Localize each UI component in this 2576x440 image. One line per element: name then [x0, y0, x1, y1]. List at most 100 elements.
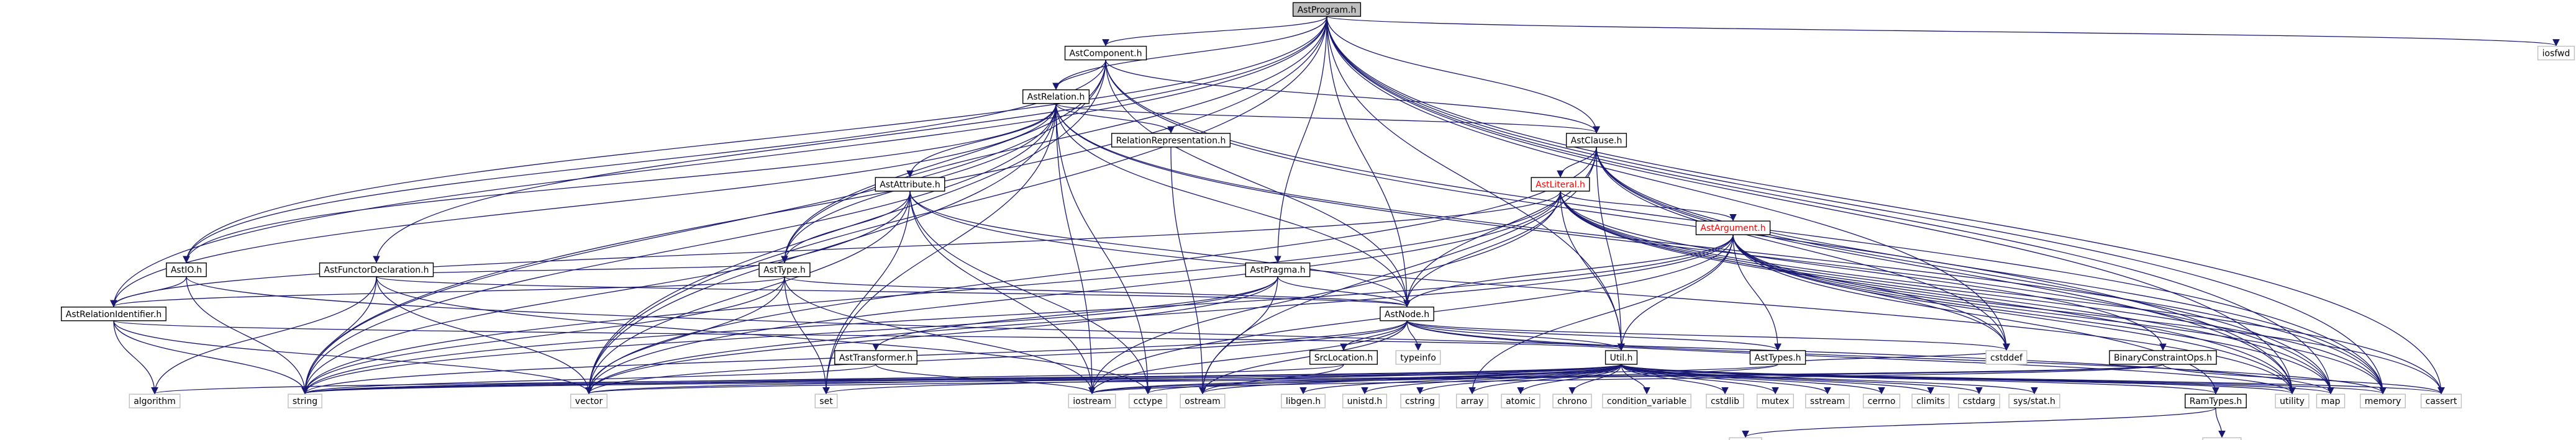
node-label-ramtypes-h: RamTypes.h	[2190, 397, 2242, 406]
edge-astnode-to-util	[1406, 320, 1625, 351]
edge-astclause-to-astnode	[1403, 146, 1597, 308]
node-chrono: chrono	[1552, 393, 1592, 408]
node-asttype-h[interactable]: AstType.h	[758, 263, 811, 277]
node-relationrepresentation-h[interactable]: RelationRepresentation.h	[1111, 133, 1231, 148]
node-utility: utility	[2275, 393, 2310, 408]
node-box-astargument-h	[1695, 220, 1771, 235]
edge-astliteral-to-cassert	[1560, 191, 2445, 395]
edge-relationrepresentation-to-ostream	[1170, 146, 1206, 395]
edge-astcomponent-to-string	[301, 60, 1106, 395]
node-box-asttransformer-h	[834, 350, 917, 365]
node-box-cassert	[2420, 393, 2462, 408]
edge-astattribute-to-string	[301, 191, 911, 395]
node-asttransformer-h[interactable]: AstTransformer.h	[834, 350, 917, 365]
node-atomic: atomic	[1501, 393, 1541, 408]
node-box-astprogram-h	[1292, 2, 1362, 17]
node-climits: climits	[1911, 393, 1950, 408]
node-label-relationrepresentation-h: RelationRepresentation.h	[1116, 136, 1226, 146]
node-astliteral-h[interactable]: AstLiteral.h	[1531, 177, 1590, 192]
edge-astprogram-to-astcomponent	[1102, 16, 1327, 47]
node-label-ostream: ostream	[1185, 397, 1221, 406]
node-box-cctype	[1128, 393, 1168, 408]
node-cstddef: cstddef	[1985, 350, 2028, 365]
node-box-unistd-h	[1342, 393, 1388, 408]
node-box-cstddef	[1985, 350, 2028, 365]
node-box-string	[288, 393, 322, 408]
node-astcomponent-h[interactable]: AstComponent.h	[1064, 45, 1147, 61]
node-box-iostream	[1068, 393, 1116, 408]
edge-asttype-to-iostream	[784, 276, 1096, 395]
edge-util-to-cassert	[1621, 364, 2445, 395]
edge-asttransformer-to-string	[301, 364, 876, 395]
node-ramtypes-h[interactable]: RamTypes.h	[2185, 393, 2247, 408]
node-astfunctordeclaration-h[interactable]: AstFunctorDeclaration.h	[319, 263, 434, 277]
node-label-astliteral-h: AstLiteral.h	[1536, 180, 1585, 190]
edge-astliteral-to-astnode	[1403, 191, 1561, 308]
node-label-mutex: mutex	[1762, 397, 1790, 406]
edge-util-to-cstring	[1416, 364, 1622, 395]
node-astargument-h[interactable]: AstArgument.h	[1695, 220, 1771, 235]
node-label-astattribute-h: AstAttribute.h	[880, 180, 940, 190]
edges-layer	[110, 16, 2559, 438]
node-label-string: string	[293, 397, 317, 406]
edge-astprogram-to-cassert	[1326, 16, 2445, 395]
node-label-array: array	[1461, 397, 1484, 406]
node-box-limits	[1729, 437, 1762, 440]
edge-binaryconstraintops-to-vector	[586, 364, 2164, 395]
node-astclause-h[interactable]: AstClause.h	[1565, 133, 1627, 148]
edge-util-to-atomic	[1517, 364, 1622, 395]
edge-astclause-to-memory	[1596, 146, 2387, 395]
node-cstdint: cstdint	[2202, 437, 2242, 440]
edge-astliteral-to-astargument	[1560, 191, 1737, 222]
edge-binaryconstraintops-to-string	[302, 364, 2164, 395]
edge-astprogram-to-map	[1326, 16, 2334, 395]
node-label-astfunctordeclaration-h: AstFunctorDeclaration.h	[324, 266, 429, 276]
node-astattribute-h[interactable]: AstAttribute.h	[875, 177, 945, 192]
node-box-memory	[2360, 393, 2406, 408]
node-asttypes-h[interactable]: AstTypes.h	[1749, 350, 1806, 365]
edge-astprogram-to-iosfwd	[1326, 16, 2559, 47]
node-astrelationidentifier-h[interactable]: AstRelationIdentifier.h	[61, 307, 166, 321]
node-algorithm: algorithm	[129, 393, 181, 408]
node-label-algorithm: algorithm	[134, 397, 176, 406]
node-ostream: ostream	[1180, 393, 1226, 408]
node-label-astnode-h: AstNode.h	[1385, 310, 1429, 320]
node-unistd-h: unistd.h	[1342, 393, 1388, 408]
node-box-astfunctordeclaration-h	[319, 263, 434, 277]
edge-astargument-to-cassert	[1732, 235, 2445, 395]
node-box-iosfwd	[2537, 45, 2575, 61]
edge-astrelationidentifier-to-string	[113, 320, 309, 395]
node-label-cstring: cstring	[1405, 397, 1435, 406]
edge-astrelation-to-astnode	[1055, 103, 1411, 308]
edge-util-to-chrono	[1568, 364, 1622, 395]
node-label-typeinfo: typeinfo	[1400, 353, 1436, 363]
node-box-cerrno	[1862, 393, 1901, 408]
edge-astliteral-to-vector	[585, 191, 1561, 395]
edge-astpragma-to-ostream	[1199, 276, 1278, 395]
edge-astattribute-to-iostream	[909, 191, 1096, 395]
node-astrelation-h[interactable]: AstRelation.h	[1022, 89, 1090, 104]
edge-asttypes-to-iostream	[1088, 364, 1778, 395]
node-astio-h[interactable]: AstIO.h	[166, 263, 207, 277]
edge-astliteral-to-utility	[1560, 191, 2296, 395]
node-label-cstddef: cstddef	[1990, 353, 2023, 363]
node-label-libgen-h: libgen.h	[1286, 397, 1321, 406]
node-label-chrono: chrono	[1557, 397, 1587, 406]
node-array: array	[1455, 393, 1489, 408]
node-set: set	[814, 393, 838, 408]
node-box-map	[2316, 393, 2346, 408]
edge-astfunctordeclaration-to-vector	[376, 276, 593, 395]
node-util-h[interactable]: Util.h	[1604, 350, 1638, 365]
node-box-astnode-h	[1380, 307, 1434, 321]
edge-astprogram-to-astrelationidentifier	[110, 16, 1327, 308]
node-astpragma-h[interactable]: AstPragma.h	[1245, 263, 1311, 277]
edge-astcomponent-to-astnode	[1105, 60, 1411, 308]
node-binaryconstraintops-h[interactable]: BinaryConstraintOps.h	[2109, 350, 2217, 365]
node-label-astrelation-h: AstRelation.h	[1027, 92, 1085, 102]
node-srclocation-h[interactable]: SrcLocation.h	[1309, 350, 1378, 365]
node-astnode-h[interactable]: AstNode.h	[1380, 307, 1434, 321]
node-box-algorithm	[129, 393, 181, 408]
node-box-utility	[2275, 393, 2310, 408]
node-limits: limits	[1729, 437, 1762, 440]
node-astprogram-h[interactable]: AstProgram.h	[1292, 2, 1362, 17]
